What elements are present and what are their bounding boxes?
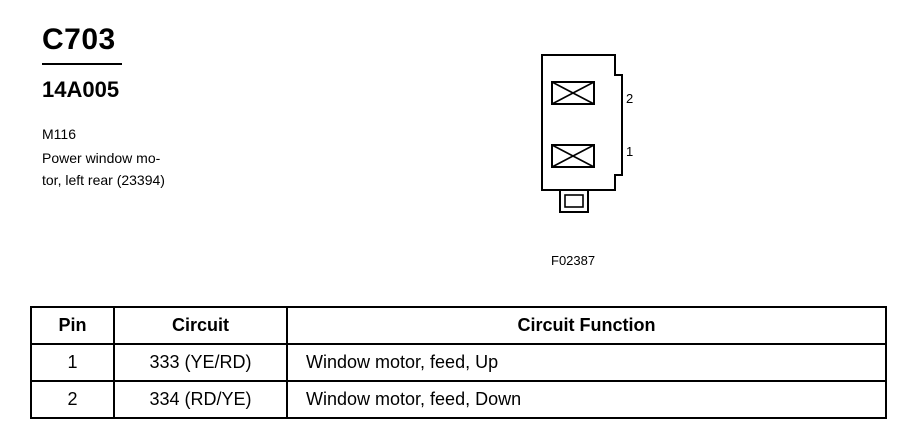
- cell-circuit-function: Window motor, feed, Down: [286, 380, 887, 419]
- cell-pin: 2: [30, 380, 115, 419]
- component-code: M116: [42, 126, 76, 142]
- component-description-line2: tor, left rear (23394): [42, 172, 165, 188]
- terminal-cavity-2: [551, 81, 595, 105]
- connector-id-underline: [42, 63, 122, 65]
- pin-label-1: 1: [626, 144, 633, 159]
- connector-face-diagram: 2 1: [541, 54, 633, 213]
- connector-housing: [541, 54, 623, 191]
- figure-id: F02387: [551, 253, 596, 268]
- component-description-line1: Power window mo-: [42, 150, 161, 166]
- table-header-row: Pin Circuit Circuit Function: [30, 306, 887, 345]
- pin-label-2: 2: [626, 91, 633, 106]
- table-row: 2 334 (RD/YE) Window motor, feed, Down: [30, 380, 887, 419]
- cell-circuit: 334 (RD/YE): [113, 380, 288, 419]
- connector-id: C703: [42, 23, 116, 56]
- locking-tab: [559, 189, 589, 213]
- cell-circuit: 333 (YE/RD): [113, 343, 288, 382]
- cell-circuit-function: Window motor, feed, Up: [286, 343, 887, 382]
- pinout-table: Pin Circuit Circuit Function 1 333 (YE/R…: [30, 306, 887, 419]
- header-circuit-function: Circuit Function: [286, 306, 887, 345]
- header-pin: Pin: [30, 306, 115, 345]
- cell-pin: 1: [30, 343, 115, 382]
- part-number: 14A005: [42, 77, 120, 102]
- terminal-cavity-1: [551, 144, 595, 168]
- table-row: 1 333 (YE/RD) Window motor, feed, Up: [30, 343, 887, 382]
- header-circuit: Circuit: [113, 306, 288, 345]
